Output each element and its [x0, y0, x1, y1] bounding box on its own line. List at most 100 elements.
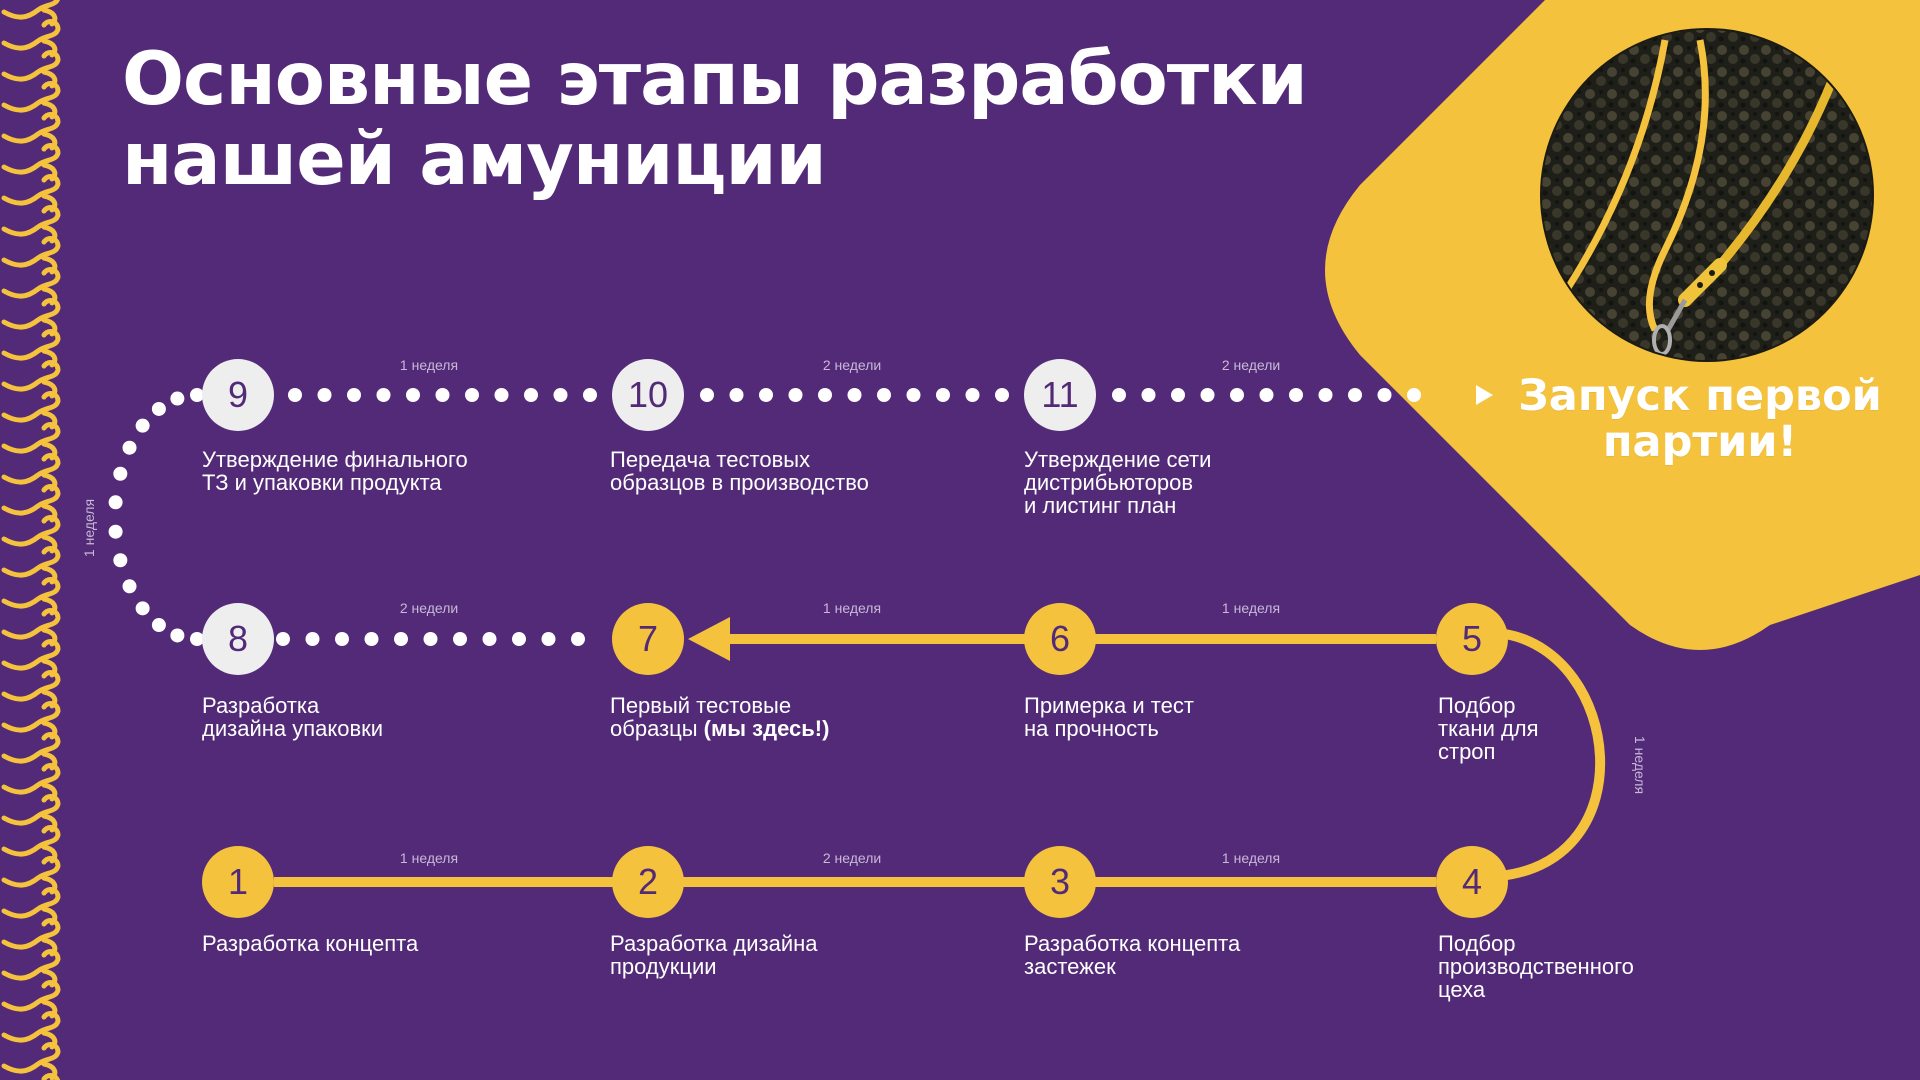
- bone-border-icon: [1, 0, 61, 1080]
- step-node-3: 3: [1024, 846, 1096, 918]
- step-label-9: Утверждение финального ТЗ и упаковки про…: [202, 447, 468, 495]
- step-label-10: Передача тестовых образцов в производств…: [610, 447, 869, 495]
- step-label-5: Подбор ткани для строп: [1438, 693, 1539, 764]
- step-node-9: 9: [202, 359, 274, 431]
- leash-photo: [1540, 28, 1874, 362]
- duration-10-11: 2 недели: [822, 357, 882, 373]
- dot-track-7-8: [276, 632, 290, 646]
- duration-1-2: 1 неделя: [399, 850, 459, 866]
- dot-track-10-11: [759, 388, 773, 402]
- dot-track-9-10: [583, 388, 597, 402]
- dot-track-8-9: [113, 466, 128, 481]
- title-line-2: нашей амуниции: [122, 117, 827, 202]
- step-label-1: Разработка концепта: [202, 931, 419, 956]
- dot-track-11-launch: [1171, 388, 1185, 402]
- dot-track-9-10: [347, 388, 361, 402]
- duration-2-3: 2 недели: [822, 850, 882, 866]
- dot-track-11-launch: [1407, 388, 1421, 402]
- dot-track-7-8: [512, 632, 526, 646]
- dot-track-9-10: [435, 388, 450, 402]
- step-label-3: Разработка концепта застежек: [1024, 931, 1241, 979]
- dot-track-8-9: [122, 579, 137, 594]
- track-4-5-arc: [1499, 629, 1605, 881]
- dot-track-11-launch: [1289, 388, 1303, 402]
- dot-track-7-8: [423, 632, 438, 646]
- duration-8-9: 1 неделя: [81, 498, 97, 558]
- step-node-8: 8: [202, 603, 274, 675]
- step-label-6: Примерка и тест на прочность: [1024, 693, 1194, 741]
- title-line-1: Основные этапы разработки: [122, 37, 1308, 122]
- duration-3-4: 1 неделя: [1221, 850, 1281, 866]
- step-label-4: Подбор производственного цеха: [1438, 931, 1634, 1002]
- dot-track-8-9: [151, 618, 166, 633]
- dot-track-9-10: [465, 388, 479, 402]
- dot-track-7-8: [394, 632, 408, 646]
- dot-track-8-9: [108, 495, 123, 510]
- dot-track-9-10: [406, 388, 420, 402]
- dot-track-9-10: [524, 388, 538, 402]
- step-node-11: 11: [1024, 359, 1096, 431]
- dot-track-7-8: [541, 632, 556, 646]
- dot-track-11-launch: [1141, 388, 1156, 402]
- dot-track-10-11: [700, 388, 714, 402]
- dot-track-10-11: [965, 388, 980, 402]
- dot-track-11-launch: [1230, 388, 1244, 402]
- step-node-4: 4: [1436, 846, 1508, 918]
- duration-9-10: 1 неделя: [399, 357, 459, 373]
- dot-track-9-10: [317, 388, 332, 402]
- dot-track-8-9: [170, 628, 185, 643]
- dot-track-9-10: [376, 388, 391, 402]
- dot-track-8-9: [122, 440, 137, 455]
- launch-text: Запуск первой партии!: [1515, 373, 1885, 465]
- duration-5-6: 1 неделя: [1221, 600, 1281, 616]
- dot-track-10-11: [847, 388, 862, 402]
- duration-6-7: 1 неделя: [822, 600, 882, 616]
- step-node-1: 1: [202, 846, 274, 918]
- dot-track-7-8: [364, 632, 379, 646]
- dot-track-7-8: [571, 632, 585, 646]
- duration-7-8: 2 недели: [399, 600, 459, 616]
- dot-track-10-11: [729, 388, 744, 402]
- dot-track-9-10: [494, 388, 509, 402]
- dot-track-9-10: [288, 388, 302, 402]
- dot-track-8-9: [190, 632, 204, 646]
- dot-track-8-9: [135, 601, 150, 616]
- step-node-2: 2: [612, 846, 684, 918]
- dot-track-8-9: [135, 418, 150, 433]
- launch-line-1: Запуск первой: [1518, 371, 1882, 421]
- page-title: Основные этапы разработки нашей амуниции: [122, 37, 1308, 202]
- dot-track-10-11: [936, 388, 950, 402]
- dot-track-11-launch: [1200, 388, 1215, 402]
- dot-track-10-11: [877, 388, 891, 402]
- duration-4-5: 1 неделя: [1632, 735, 1648, 795]
- step-node-7: 7: [612, 603, 684, 675]
- dot-track-7-8: [453, 632, 467, 646]
- dot-track-11-launch: [1377, 388, 1392, 402]
- dot-track-10-11: [818, 388, 832, 402]
- dot-track-8-9: [151, 401, 166, 416]
- dot-track-11-launch: [1112, 388, 1126, 402]
- arrow-to-step-7-icon: [688, 617, 730, 661]
- step-node-10: 10: [612, 359, 684, 431]
- dot-track-11-launch: [1348, 388, 1362, 402]
- dot-track-7-8: [335, 632, 349, 646]
- dot-track-7-8: [305, 632, 320, 646]
- dot-track-8-9: [170, 391, 185, 406]
- step-label-7: Первый тестовые образцы (мы здесь!): [610, 694, 930, 740]
- dot-track-10-11: [995, 388, 1009, 402]
- dot-track-8-9: [113, 553, 128, 568]
- duration-11-launch: 2 недели: [1221, 357, 1281, 373]
- step-label-2: Разработка дизайна продукции: [610, 931, 818, 979]
- dot-track-10-11: [788, 388, 803, 402]
- dot-track-11-launch: [1318, 388, 1333, 402]
- step-label-7-text: Первый тестовые образцы: [610, 693, 792, 741]
- we-are-here-badge: (мы здесь!): [703, 716, 830, 741]
- dot-track-8-9: [108, 524, 123, 539]
- step-node-6: 6: [1024, 603, 1096, 675]
- step-node-5: 5: [1436, 603, 1508, 675]
- step-label-8: Разработка дизайна упаковки: [202, 693, 384, 741]
- launch-line-2: партии!: [1602, 417, 1798, 467]
- step-label-11: Утверждение сети дистрибьюторов и листин…: [1024, 447, 1212, 518]
- arrow-to-launch-icon: [1476, 385, 1493, 405]
